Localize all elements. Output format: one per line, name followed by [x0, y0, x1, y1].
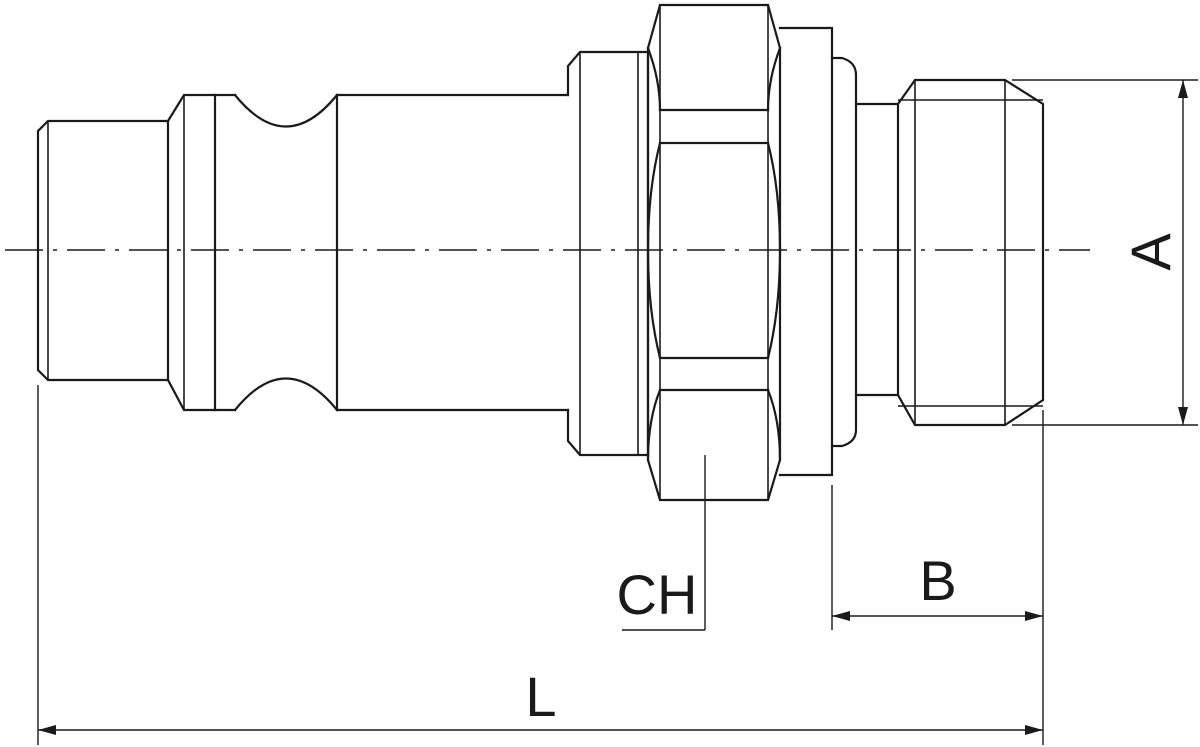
- thread-neck: [854, 102, 900, 397]
- body-cylinder: [335, 93, 570, 412]
- groove: [213, 93, 339, 412]
- label-l: L: [525, 665, 556, 728]
- flange: [566, 50, 650, 457]
- dimension-ch: CH: [617, 455, 706, 631]
- label-ch: CH: [617, 563, 698, 626]
- label-b: B: [919, 549, 956, 612]
- threaded-end: [896, 78, 1045, 427]
- dimension-a: A: [1012, 79, 1198, 426]
- dimension-b: B: [831, 410, 1044, 745]
- collar-ring: [166, 93, 217, 412]
- hex-nut: [646, 3, 782, 502]
- label-a: A: [1119, 233, 1182, 271]
- dimension-l: L: [37, 385, 1043, 745]
- washer: [778, 26, 858, 477]
